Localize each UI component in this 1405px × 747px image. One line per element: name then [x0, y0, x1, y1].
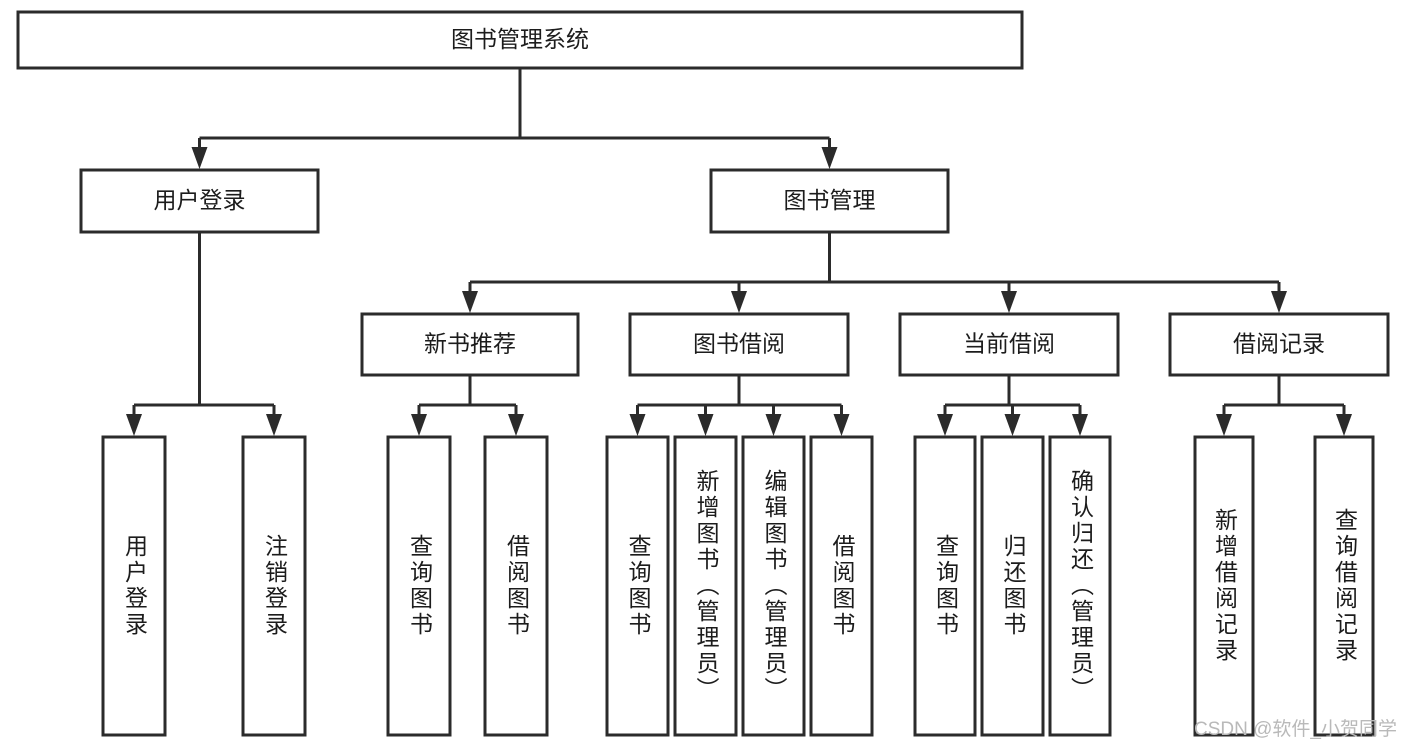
node-box-leaf-borrow-add[interactable] — [673, 435, 738, 737]
node-box-book-borrow[interactable] — [628, 312, 850, 377]
node-box-leaf-borrow-edit[interactable] — [741, 435, 806, 737]
node-box-leaf-record-query[interactable] — [1313, 435, 1375, 737]
node-box-leaf-cur-return[interactable] — [980, 435, 1045, 737]
node-box-borrow-record[interactable] — [1168, 312, 1390, 377]
node-box-current-borrow[interactable] — [898, 312, 1120, 377]
node-box-leaf-user-login[interactable] — [101, 435, 167, 737]
node-box-leaf-record-add[interactable] — [1193, 435, 1255, 737]
node-label-new-book-rec: 新书推荐 — [424, 331, 516, 357]
node-label-book-borrow: 图书借阅 — [693, 331, 785, 357]
node-box-root[interactable] — [16, 10, 1024, 70]
node-box-new-book-rec[interactable] — [360, 312, 580, 377]
node-box-layer — [16, 10, 1390, 737]
node-label-user-login: 用户登录 — [154, 187, 246, 213]
node-box-user-login[interactable] — [79, 168, 320, 234]
node-box-leaf-borrow-do[interactable] — [809, 435, 874, 737]
node-box-leaf-borrow-query[interactable] — [605, 435, 670, 737]
node-label-current-borrow: 当前借阅 — [963, 331, 1055, 357]
node-label-root: 图书管理系统 — [451, 26, 589, 52]
connector-layer — [126, 68, 1352, 436]
node-box-leaf-logout[interactable] — [241, 435, 307, 737]
node-box-leaf-rec-borrow[interactable] — [483, 435, 549, 737]
watermark: CSDN @软件_小贺同学 — [1194, 719, 1397, 740]
node-box-leaf-rec-query[interactable] — [386, 435, 452, 737]
node-label-book-manage: 图书管理 — [784, 187, 876, 213]
node-label-borrow-record: 借阅记录 — [1233, 331, 1325, 357]
node-box-leaf-cur-query[interactable] — [913, 435, 977, 737]
node-box-leaf-cur-confirm[interactable] — [1048, 435, 1112, 737]
node-box-book-manage[interactable] — [709, 168, 950, 234]
